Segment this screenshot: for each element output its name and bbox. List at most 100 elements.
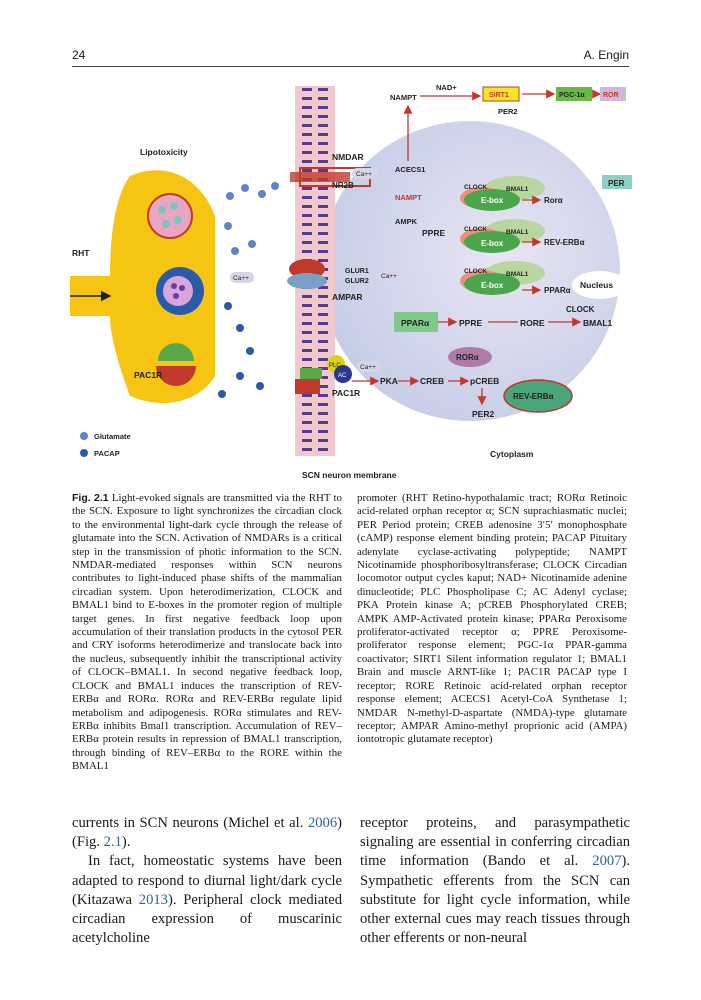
membrane-lipid <box>318 250 328 253</box>
label-cytoplasm: Cytoplasm <box>490 449 534 459</box>
membrane-lipid <box>302 448 312 451</box>
label-ca-4: Ca++ <box>360 364 376 371</box>
label-ca-2: Ca++ <box>233 275 249 282</box>
membrane-lipid <box>318 115 328 118</box>
membrane-lipid <box>302 223 312 226</box>
membrane-lipid <box>318 241 328 244</box>
membrane-lipid <box>302 196 312 199</box>
membrane-lipid <box>318 88 328 91</box>
membrane-lipid <box>302 313 312 316</box>
presynaptic-terminal <box>70 170 215 404</box>
body-text-span: ). Sympathetic efferents from the SCN ca… <box>360 853 630 947</box>
membrane-lipid <box>318 313 328 316</box>
label-nucleus: Nucleus <box>580 280 613 290</box>
membrane-lipid <box>318 331 328 334</box>
label-clock-out: CLOCK <box>566 305 595 314</box>
caption-left-column: Fig. 2.1 Light-evoked signals are transm… <box>72 492 342 774</box>
membrane-lipid <box>302 124 312 127</box>
ppara-box <box>394 312 438 332</box>
membrane-lipid <box>318 97 328 100</box>
pgc-box <box>556 87 592 101</box>
figure-diagram: Lipotoxicity RHT PAC1R NMDAR NR2B Ca++ C… <box>70 83 632 480</box>
citation-link[interactable]: 2007 <box>592 853 622 870</box>
membrane-lipid <box>302 394 312 397</box>
label-per2-top: PER2 <box>498 107 518 116</box>
label-nmdar: NMDAR <box>332 152 364 162</box>
ampar-receptor <box>287 259 327 289</box>
figure-link[interactable]: 2.1 <box>103 834 122 851</box>
label-ebox-1: E-box <box>481 196 504 205</box>
label-ppara-gene: PPARα <box>544 286 571 295</box>
membrane-lipid <box>302 358 312 361</box>
label-ppre-1: PPRE <box>422 228 445 238</box>
label-nr2b: NR2B <box>332 181 354 190</box>
membrane-lipid <box>302 439 312 442</box>
label-glur1: GLUR1 <box>345 268 369 275</box>
running-author: A. Engin <box>583 48 629 62</box>
label-reverba-prot: REV-ERBα <box>513 392 554 401</box>
membrane-lipid <box>318 106 328 109</box>
label-nampt: NAMPT <box>390 93 417 102</box>
ror-box <box>600 87 626 101</box>
label-nad: NAD+ <box>436 83 457 92</box>
label-ebox-2: E-box <box>481 239 504 248</box>
membrane-lipid <box>318 160 328 163</box>
ca-pill-3 <box>378 270 402 281</box>
membrane-lipid <box>302 295 312 298</box>
body-text-span: ). Peripheral clock mediated circadian e… <box>72 891 342 947</box>
label-pac1r: PAC1R <box>332 388 360 398</box>
label-acecs1: ACECS1 <box>395 165 425 174</box>
membrane-lipid <box>318 349 328 352</box>
label-ebox-3: E-box <box>481 281 504 290</box>
membrane-lipid <box>302 241 312 244</box>
clock-bmal1-complex-2 <box>460 219 545 253</box>
membrane-lipid <box>318 124 328 127</box>
label-ampk: AMPK <box>395 217 418 226</box>
membrane-lipid <box>302 250 312 253</box>
membrane-lipid <box>318 205 328 208</box>
membrane-lipid <box>318 340 328 343</box>
membrane-lipid <box>318 214 328 217</box>
membrane-lipid <box>302 88 312 91</box>
membrane-lipid <box>302 205 312 208</box>
body-left-column: currents in SCN neurons (Michel et al. 2… <box>72 814 342 948</box>
label-ror: ROR <box>603 92 619 99</box>
label-ca-3: Ca++ <box>381 273 397 280</box>
label-bmal1-out: BMAL1 <box>583 318 613 328</box>
legend-glutamate: Glutamate <box>94 432 131 441</box>
body-right-column: receptor proteins, and parasympathetic s… <box>360 814 630 948</box>
label-clock-3: CLOCK <box>464 268 487 275</box>
membrane-lipid <box>318 358 328 361</box>
legend-pacap-dot <box>80 449 88 457</box>
citation-link[interactable]: 2013 <box>138 891 168 908</box>
membrane-lipid <box>302 187 312 190</box>
caption-right-column: promoter (RHT Retino-hypothalamic tract;… <box>357 492 627 747</box>
label-reverba-gene: REV-ERBα <box>544 238 585 247</box>
membrane-lipid <box>302 160 312 163</box>
membrane-lipid <box>318 385 328 388</box>
membrane-lipid <box>318 151 328 154</box>
membrane-lipid <box>302 151 312 154</box>
label-pac1r-left: PAC1R <box>134 370 162 380</box>
membrane-lipid <box>302 421 312 424</box>
citation-link[interactable]: 2006 <box>307 815 338 831</box>
label-ac: AC <box>338 373 347 379</box>
membrane-lipid <box>318 403 328 406</box>
membrane-lipid <box>302 115 312 118</box>
membrane-lipid <box>302 232 312 235</box>
membrane-lipid <box>318 142 328 145</box>
membrane-lipid <box>302 412 312 415</box>
label-ampar: AMPAR <box>332 292 363 302</box>
reverba-protein <box>503 379 573 413</box>
label-ppre-2: PPRE <box>459 318 482 328</box>
membrane-lipid <box>302 214 312 217</box>
clock-bmal1-complex-1 <box>460 176 545 211</box>
body-text-span: currents in SCN neurons (Michel et al. <box>72 815 308 831</box>
label-pgc: PGC-1α <box>559 92 585 99</box>
label-rore: RORE <box>520 318 545 328</box>
membrane-lipid <box>302 340 312 343</box>
running-header: 24 A. Engin <box>72 44 629 67</box>
label-creb: CREB <box>420 376 444 386</box>
per-box <box>602 175 632 189</box>
ca-pill-4 <box>357 361 381 372</box>
